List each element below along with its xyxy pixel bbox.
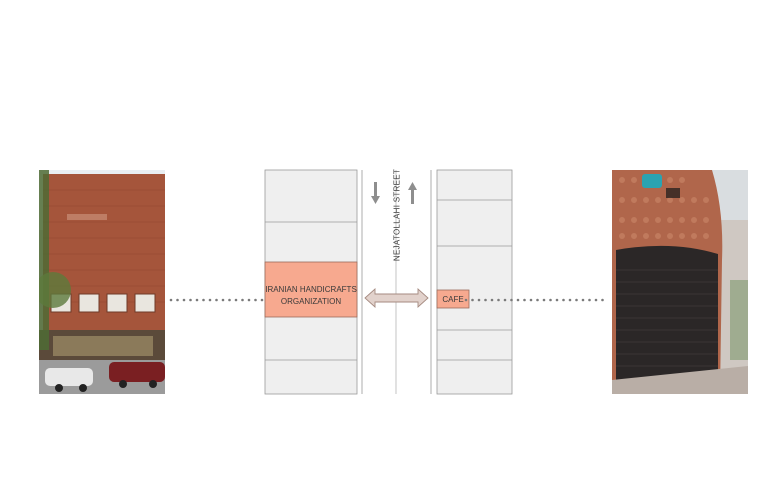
leader-dot	[241, 298, 244, 302]
leader-dot	[228, 298, 231, 302]
cafe-highlight	[436, 289, 470, 309]
handicrafts-building-photo	[39, 170, 165, 394]
leader-dot	[202, 298, 205, 302]
leader-dot	[189, 298, 192, 302]
leader-dot	[208, 298, 212, 302]
leader-dot	[510, 298, 513, 302]
traffic-arrows	[371, 182, 417, 204]
leader-dot	[169, 298, 173, 302]
double-arrow-icon	[364, 287, 429, 309]
street	[361, 170, 432, 394]
leader-dot	[477, 298, 481, 302]
leader-dot	[588, 298, 591, 302]
leader-dot	[562, 298, 565, 302]
leader-dot	[260, 298, 264, 302]
leader-dot	[182, 298, 186, 302]
leader-dot	[247, 298, 251, 302]
leader-dot	[215, 298, 218, 302]
leader-dot	[484, 298, 487, 302]
leader-dot	[195, 298, 199, 302]
handicrafts-label: IRANIAN HANDICRAFTS ORGANIZATION	[265, 285, 357, 306]
leader-dot	[529, 298, 533, 302]
leader-dot	[568, 298, 572, 302]
cafe-label: CAFE	[442, 295, 464, 304]
leader-dot	[581, 298, 585, 302]
leader-dot	[221, 298, 225, 302]
left-building-column	[264, 169, 358, 395]
leader-dot	[594, 298, 598, 302]
leader-dot	[464, 298, 468, 302]
dotted-leader-left	[169, 298, 264, 302]
leader-dot	[490, 298, 494, 302]
leader-dot	[176, 298, 179, 302]
leader-dot	[542, 298, 546, 302]
leader-dot	[497, 298, 500, 302]
leader-dot	[601, 298, 604, 302]
leader-dot	[254, 298, 257, 302]
handicrafts-building-image	[39, 170, 165, 394]
street-name-label: NEJATOLLAHI STREET	[392, 168, 402, 262]
arrow-up-icon	[408, 182, 417, 204]
leader-dot	[516, 298, 520, 302]
leader-dot	[523, 298, 526, 302]
leader-dot	[536, 298, 539, 302]
handicrafts-highlight	[264, 261, 358, 318]
leader-dot	[549, 298, 552, 302]
cafe-photo	[612, 170, 748, 394]
cafe-image	[612, 170, 748, 394]
right-building-column	[436, 169, 513, 395]
leader-dot	[234, 298, 238, 302]
leader-dot	[471, 298, 474, 302]
leader-dot	[575, 298, 578, 302]
arrow-down-icon	[371, 182, 380, 204]
leader-dot	[555, 298, 559, 302]
leader-dot	[503, 298, 507, 302]
dotted-leader-right	[464, 298, 604, 302]
